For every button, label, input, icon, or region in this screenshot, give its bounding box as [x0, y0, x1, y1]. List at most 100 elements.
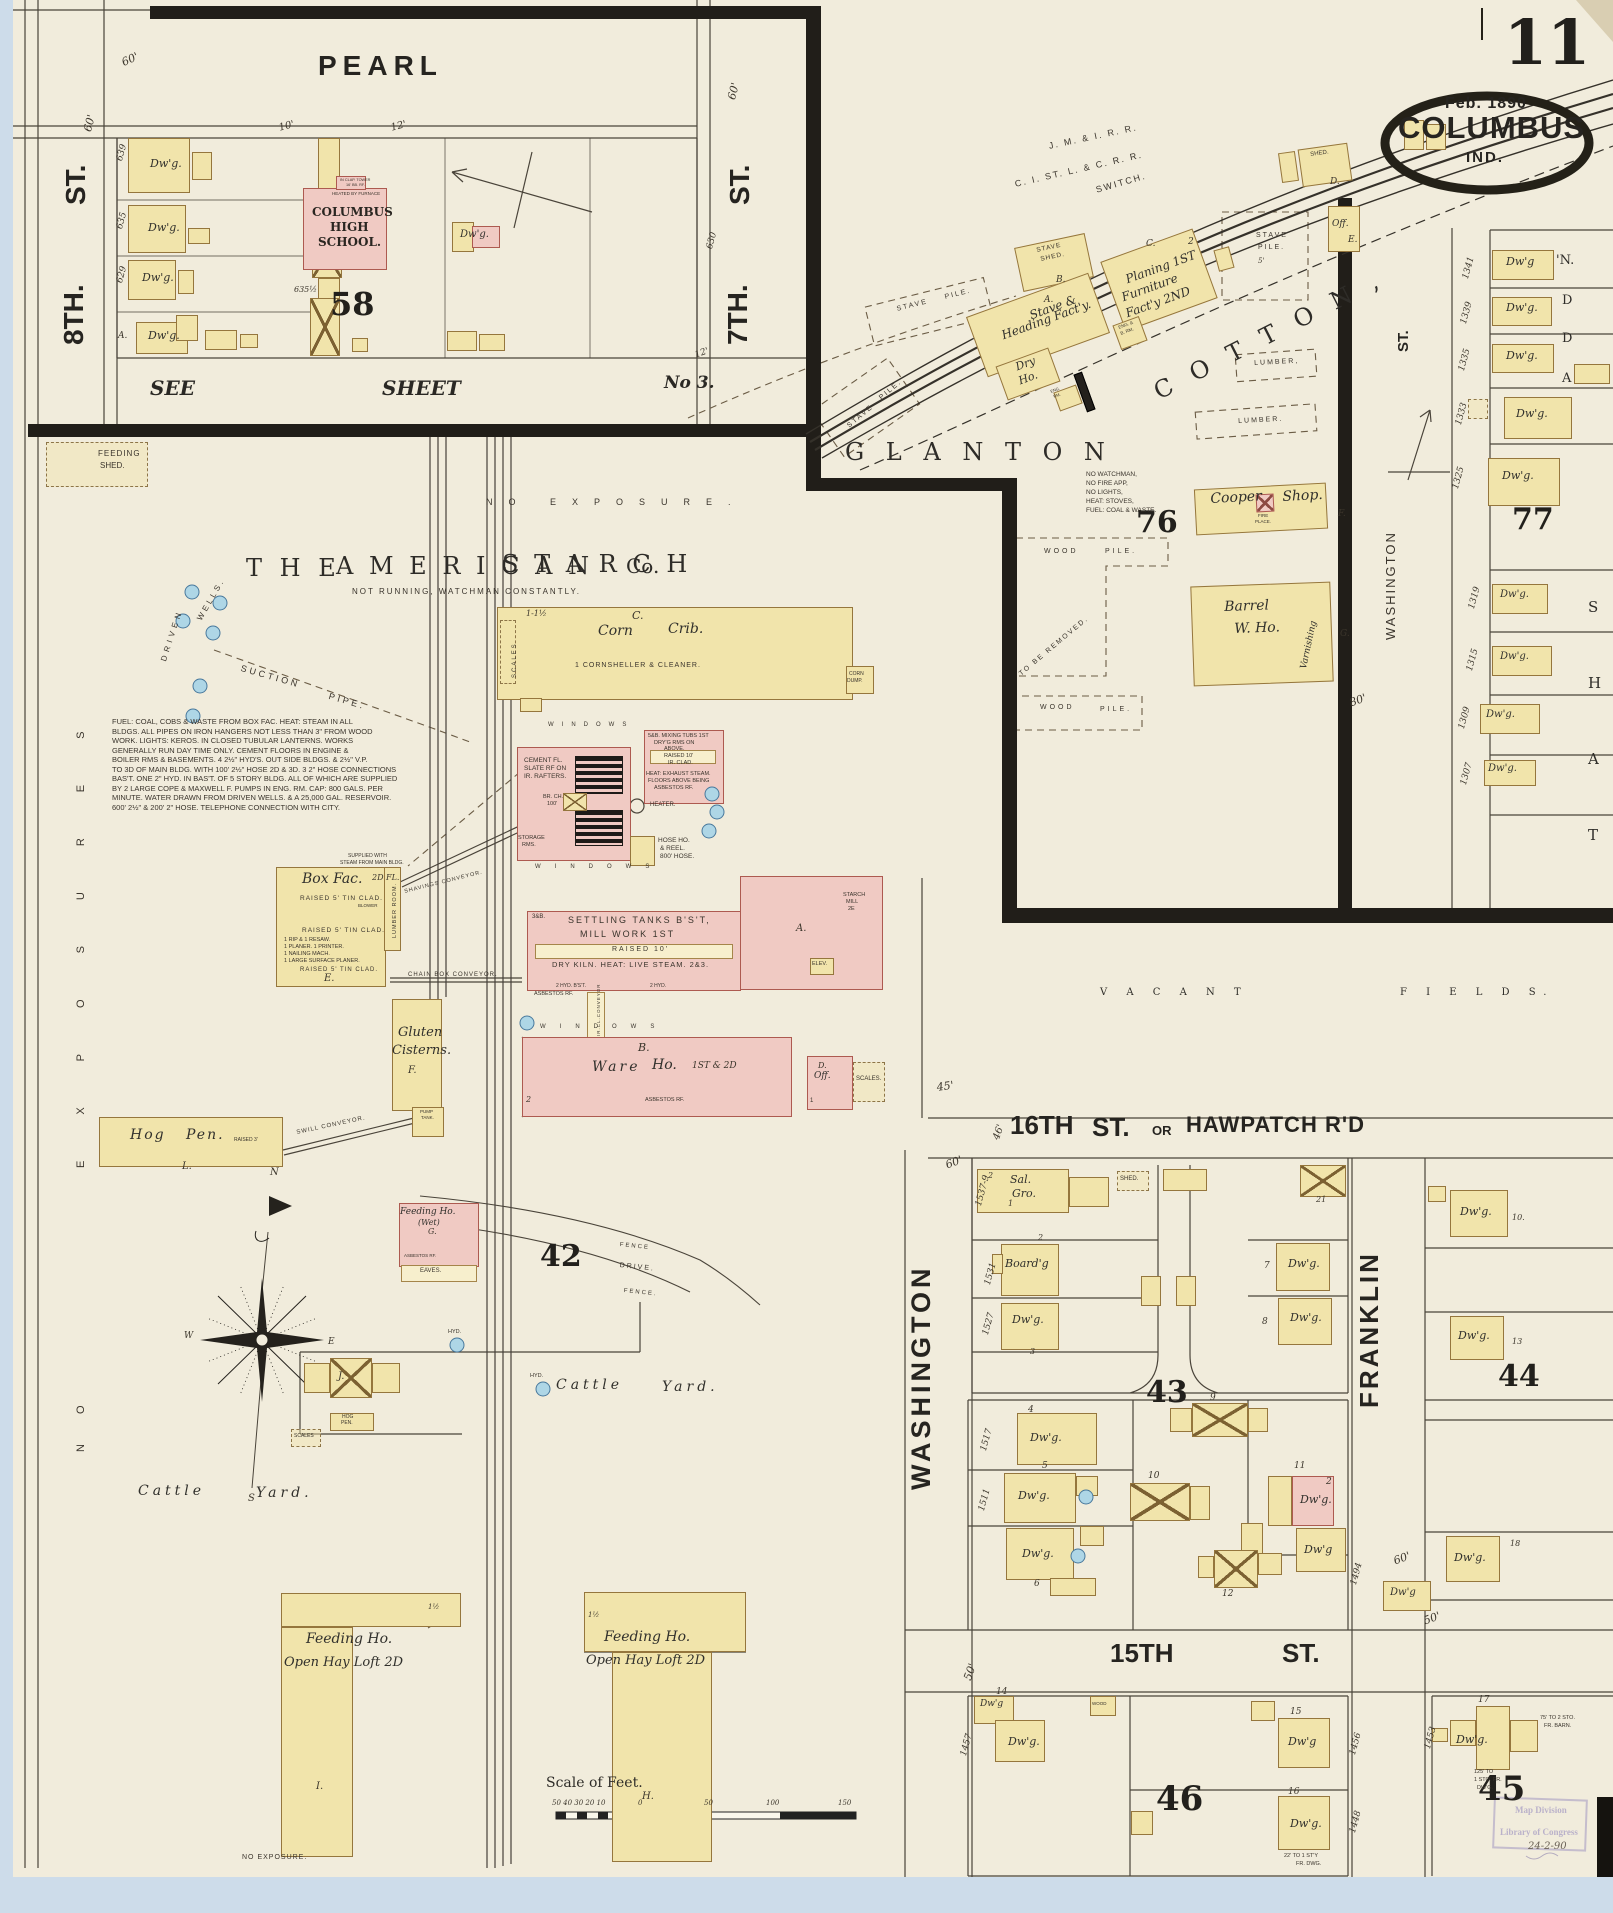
- map-label: 12: [1222, 1589, 1234, 1599]
- map-label: Dw'g.: [1500, 651, 1529, 662]
- hose-house: [630, 836, 655, 866]
- map-label: 125' TO: [1474, 1769, 1494, 1775]
- map-label: Board'g: [1005, 1257, 1049, 1270]
- map-label: Dw'g.: [148, 221, 180, 234]
- dwelling: [128, 260, 176, 300]
- well-cistern: [519, 1015, 535, 1031]
- map-label: E.: [1348, 235, 1358, 245]
- map-label: STEAM FROM MAIN BLDG.: [340, 860, 404, 866]
- map-label: TO BE REMOVED.: [1018, 615, 1091, 678]
- dwelling: [1446, 1536, 1500, 1582]
- map-label: Feeding Ho.: [604, 1629, 691, 1645]
- dwelling: [1383, 1581, 1431, 1611]
- map-label: V A C A N T: [1100, 987, 1249, 998]
- map-label: STORAGE: [518, 835, 545, 841]
- map-label: WINDOWS: [540, 1024, 669, 1030]
- map-label: DUMP.: [847, 678, 863, 684]
- map-label: BLOWER: [358, 903, 378, 908]
- map-label: Varnishing: [1299, 619, 1319, 670]
- map-label: 1333: [1454, 401, 1470, 427]
- map-label: 1517: [979, 1427, 995, 1453]
- map-label: S: [248, 1493, 255, 1504]
- building: [1050, 1578, 1096, 1596]
- block-number-76: 76: [1136, 505, 1178, 540]
- building: [810, 958, 834, 975]
- building-j: [330, 1358, 372, 1398]
- well-cistern: [1070, 1548, 1086, 1564]
- map-label: 150: [838, 1799, 852, 1807]
- building: [1190, 1486, 1210, 1520]
- map-label: DRY'G RMS ON: [654, 740, 695, 746]
- map-label: ABOVE.: [664, 746, 685, 752]
- dwelling: [1476, 1706, 1510, 1770]
- map-label: RAISED 10': [664, 753, 694, 759]
- building: [1131, 1811, 1153, 1835]
- well-cistern: [185, 708, 201, 724]
- map-label: 1511: [977, 1487, 993, 1513]
- building: [178, 270, 194, 294]
- building: [992, 1254, 1003, 1274]
- map-label: 1-1½: [526, 609, 547, 618]
- map-label: Cattle: [556, 1377, 624, 1393]
- map-label: Dw'g.: [460, 229, 489, 240]
- map-label: HEAT: EXHAUST STEAM.: [646, 771, 711, 777]
- street-label-7th: 7TH.: [722, 284, 753, 345]
- street-label-washington: WASHINGTON: [906, 1264, 936, 1490]
- map-label: D.: [1330, 177, 1340, 187]
- building: [401, 1265, 477, 1282]
- map-label: 2: [988, 1171, 994, 1180]
- map-label: 2: [526, 1095, 532, 1104]
- map-label: 22' TO 1 ST'Y: [1284, 1853, 1318, 1859]
- map-label: 2: [1038, 1233, 1044, 1242]
- map-label: SCALES: [294, 1433, 314, 1439]
- map-label: FENCE.: [623, 1288, 658, 1298]
- map-label: N: [270, 1167, 279, 1178]
- map-label: Dw'g: [1390, 1587, 1416, 1598]
- map-label: 10.: [1512, 1213, 1525, 1222]
- map-label: D.: [818, 1061, 827, 1070]
- dwelling: [974, 1696, 1014, 1724]
- dwelling: [128, 138, 190, 193]
- map-label: IR. CLAD.: [668, 760, 693, 766]
- map-label: 14: [996, 1687, 1008, 1697]
- map-label: 50: [704, 1799, 713, 1807]
- map-label: WELLS.: [195, 576, 227, 622]
- map-label: 50': [961, 1661, 980, 1683]
- map-label: DRY KILN. HEAT: LIVE STEAM. 2&3.: [552, 960, 710, 969]
- map-label: ST.: [1092, 1112, 1130, 1142]
- map-label: WORK. LIGHTS: KEROS. IN CLOSED TUBULAR L…: [112, 736, 354, 745]
- map-label: F I E L D S.: [1400, 987, 1555, 998]
- map-label: Dw'g.: [150, 157, 182, 170]
- map-label: 60': [119, 49, 141, 69]
- map-label: Dw'g.: [1516, 407, 1548, 420]
- map-label: STAVE: [1256, 232, 1288, 239]
- map-label: 1½: [428, 1603, 440, 1611]
- map-label: 1 RIP & 1 RESAW.: [284, 937, 331, 943]
- scan-mark: [1597, 1797, 1613, 1877]
- map-label: L.: [182, 1161, 192, 1172]
- map-label: SWILL CONVEYOR.: [296, 1115, 367, 1136]
- street-label-8th: 8TH.: [58, 284, 89, 345]
- map-label: HIGH: [330, 220, 369, 234]
- block-number-46: 46: [1156, 1779, 1204, 1819]
- map-label: WOOD: [1044, 548, 1079, 555]
- map-label: PILE.: [1100, 706, 1133, 713]
- map-label: ST.: [1282, 1638, 1320, 1668]
- building: [1468, 399, 1488, 419]
- map-label: Cooper: [1209, 488, 1263, 507]
- map-label: HEATED BY FURNACE: [332, 191, 381, 196]
- map-label: IR. RAFTERS.: [524, 773, 567, 780]
- map-label: S: [1588, 598, 1599, 616]
- map-date: Feb. 1890: [1445, 95, 1527, 112]
- map-label: 2 HYD.: [650, 983, 667, 989]
- map-label: Dw'g.: [1460, 1205, 1492, 1218]
- map-label: 1319: [1467, 585, 1483, 611]
- dwelling: [1492, 584, 1548, 614]
- building: [575, 810, 623, 846]
- map-label: WOOD: [1040, 704, 1075, 711]
- map-label: FIRE: [1258, 513, 1269, 518]
- map-label: Dw'g.: [1454, 1551, 1486, 1564]
- map-label: 2: [1188, 237, 1194, 247]
